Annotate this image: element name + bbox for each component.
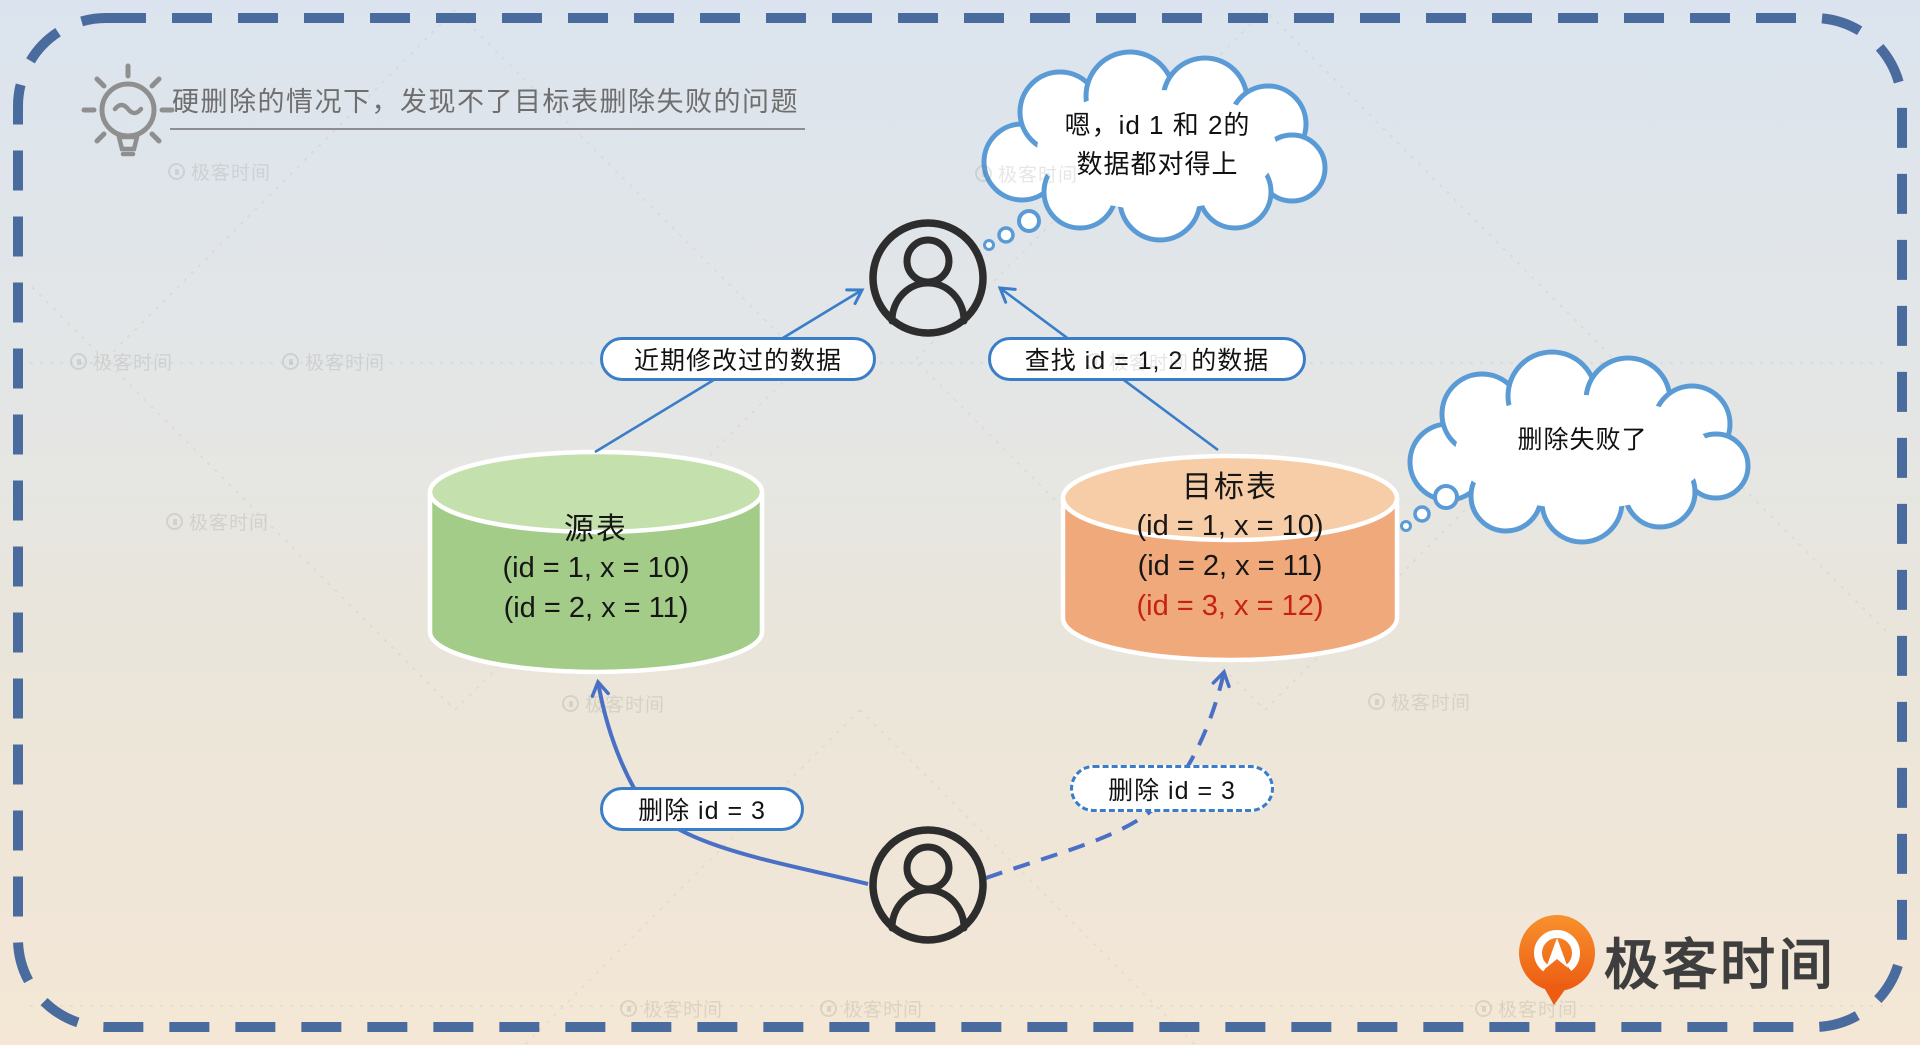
source-table-row: (id = 1, x = 10) [502, 552, 690, 584]
thought-cloud-top [981, 49, 1328, 243]
target-table-title: 目标表 [1182, 471, 1278, 504]
source-table-cylinder [427, 449, 765, 675]
target-table-cylinder [1060, 453, 1400, 663]
label-find-data: 查找 id = 1, 2 的数据 [988, 337, 1306, 381]
arrow-user-delete-source [590, 678, 869, 886]
dashed-frame-border [13, 13, 1907, 1032]
thought-bubble-trail-right [1400, 484, 1459, 532]
thought-bubble-trail-top [983, 209, 1041, 251]
thought-line-1: 嗯，id 1 和 2的 [1064, 110, 1251, 140]
source-table-title: 源表 [564, 513, 628, 546]
arrow-user-delete-target-dashed [985, 668, 1231, 880]
geektime-logo-icon [1519, 915, 1595, 1005]
person-icon-checker [869, 219, 987, 337]
target-table-text: 目标表 (id = 1, x = 10) (id = 2, x = 11) (i… [1070, 462, 1390, 626]
geektime-logo-text: 极客时间 [1604, 934, 1837, 996]
label-recent-modified-data: 近期修改过的数据 [600, 337, 876, 381]
person-icon-deleter [869, 826, 987, 944]
target-table-row: (id = 2, x = 11) [1137, 550, 1323, 583]
thought-cloud-right [1407, 349, 1751, 545]
source-table-row: (id = 2, x = 11) [503, 592, 689, 625]
label-delete-target: 删除 id = 3 [1070, 765, 1274, 812]
thought-line-2: 数据都对得上 [1076, 149, 1239, 179]
lightbulb-icon [81, 63, 175, 157]
source-table-text: 源表 (id = 1, x = 10) (id = 2, x = 11) [436, 504, 756, 628]
target-table-row-failed: (id = 3, x = 12) [1136, 590, 1324, 623]
label-delete-source: 删除 id = 3 [600, 787, 804, 831]
target-table-row: (id = 1, x = 10) [1136, 510, 1324, 542]
thought-cloud-right-text: 删除失败了 [1517, 426, 1648, 454]
page-title: 硬删除的情况下，发现不了目标表删除失败的问题 [170, 80, 805, 130]
thought-cloud-top-text: 嗯，id 1 和 2的 数据都对得上 [1015, 106, 1300, 184]
